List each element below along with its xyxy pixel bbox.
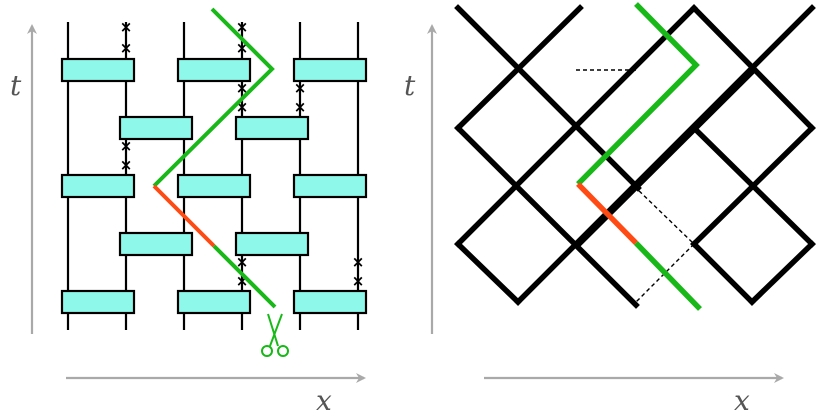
gate-row3-c bbox=[292, 173, 368, 199]
scissors-icon bbox=[261, 313, 289, 357]
gate-row1-b bbox=[176, 57, 252, 83]
gate-row2-b bbox=[234, 115, 310, 141]
cut-path-green-upper bbox=[152, 7, 275, 188]
cut-path-green-lower bbox=[212, 244, 277, 309]
mark: × bbox=[294, 98, 307, 116]
mark: × bbox=[352, 253, 365, 271]
mark: × bbox=[236, 253, 249, 271]
gate-row3-a bbox=[60, 173, 136, 199]
right-cut-path-green-upper bbox=[576, 2, 700, 186]
left-t-label: t bbox=[10, 69, 22, 102]
thick-lattice bbox=[454, 4, 816, 309]
left-panel: t x × × bbox=[10, 7, 368, 415]
gate-row5-b bbox=[176, 289, 252, 315]
mark: × bbox=[120, 18, 133, 36]
gate-row1-a bbox=[60, 57, 136, 83]
gate-row2-a bbox=[118, 115, 194, 141]
mark: × bbox=[120, 137, 133, 155]
gate-row1-c bbox=[292, 57, 368, 83]
mark: × bbox=[236, 79, 249, 97]
gates bbox=[60, 57, 368, 315]
mark: × bbox=[120, 156, 133, 174]
gate-row3-b bbox=[176, 173, 252, 199]
gate-row5-a bbox=[60, 289, 136, 315]
mark: × bbox=[120, 39, 133, 57]
right-cut-path-red bbox=[576, 182, 638, 245]
cut-path-red bbox=[152, 184, 216, 248]
right-t-label: t bbox=[404, 69, 416, 102]
left-x-label: x bbox=[316, 384, 332, 415]
mark: × bbox=[352, 272, 365, 290]
right-x-label: x bbox=[734, 384, 750, 415]
gate-row4-a bbox=[118, 231, 194, 257]
gate-row4-b bbox=[234, 231, 310, 257]
right-cut-path-green-lower bbox=[634, 241, 702, 311]
gate-row5-c bbox=[292, 289, 368, 315]
mark: × bbox=[236, 18, 249, 36]
mark: × bbox=[294, 79, 307, 97]
right-panel: t x bbox=[404, 2, 816, 415]
